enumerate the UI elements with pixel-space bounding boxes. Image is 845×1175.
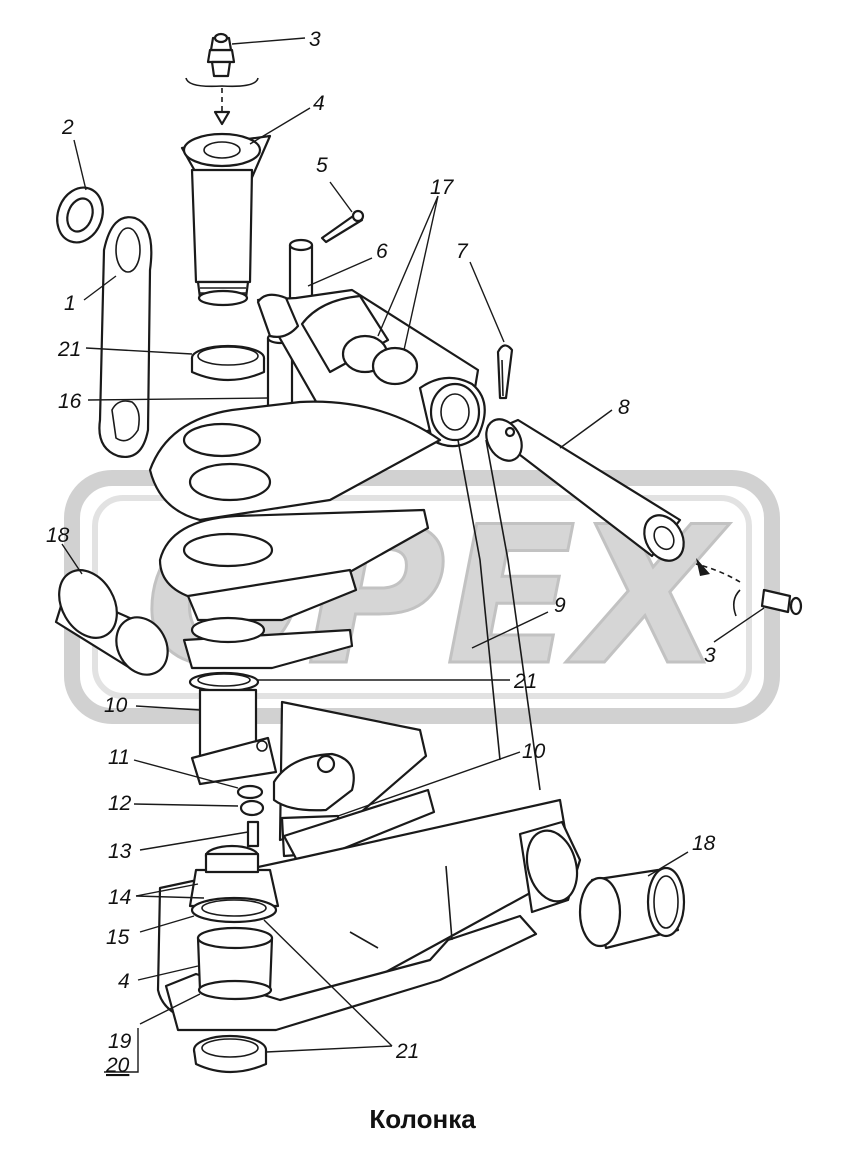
figure-caption: Колонка <box>369 1104 476 1134</box>
callout-14: 14 <box>108 886 131 909</box>
plug-21-upper <box>190 344 266 382</box>
callout-11: 11 <box>108 746 130 769</box>
callout-20: 20 <box>105 1054 130 1077</box>
ring-21-middle <box>188 671 260 693</box>
callout-16: 16 <box>58 390 82 413</box>
callout-3-right: 3 <box>704 644 716 667</box>
housing-10-right <box>272 700 436 868</box>
link-1 <box>98 216 153 459</box>
callout-9: 9 <box>554 594 566 617</box>
housing-10-left <box>190 688 278 786</box>
washer-2 <box>56 186 104 244</box>
callout-5: 5 <box>316 154 328 177</box>
pivot-housing-lower <box>196 926 274 1001</box>
callout-4-lower: 4 <box>118 970 130 993</box>
nut-14-washer-15 <box>188 844 280 924</box>
callout-2: 2 <box>61 116 74 139</box>
callout-21-lower: 21 <box>395 1040 419 1063</box>
callout-17: 17 <box>430 176 455 199</box>
callout-21-middle: 21 <box>513 670 537 693</box>
callout-10-right: 10 <box>522 740 546 763</box>
callout-7: 7 <box>456 240 469 263</box>
callout-12: 12 <box>108 792 132 815</box>
callout-6: 6 <box>376 240 388 263</box>
grease-fitting-right <box>695 558 803 617</box>
steering-arm-9 <box>256 288 541 791</box>
bushing-18-right <box>578 866 686 950</box>
cotter-pin-7 <box>496 344 514 400</box>
callout-1: 1 <box>64 292 76 315</box>
callout-15: 15 <box>106 926 130 949</box>
bushing-18-left <box>54 569 169 676</box>
callout-21-upper: 21 <box>57 338 81 361</box>
callout-19: 19 <box>108 1030 132 1053</box>
callout-18-right: 18 <box>692 832 716 855</box>
fasteners-11-12-13 <box>236 784 265 848</box>
callout-3-top: 3 <box>309 28 321 51</box>
shaft-8 <box>485 418 685 562</box>
callout-18-left: 18 <box>46 524 70 547</box>
plug-21-bottom <box>192 1034 268 1074</box>
leader-lines <box>61 37 765 1073</box>
callout-8: 8 <box>618 396 630 419</box>
pin-6 <box>288 238 314 314</box>
callout-13: 13 <box>108 840 132 863</box>
cotter-pin-5 <box>320 209 365 244</box>
upper-lever-plates <box>148 400 442 670</box>
callout-labels: 3 4 2 5 17 6 7 1 21 16 8 18 9 3 21 10 11… <box>46 28 716 1077</box>
pivot-housing-upper <box>180 132 272 307</box>
grease-fitting-top <box>185 32 259 126</box>
callout-10-left: 10 <box>104 694 128 717</box>
callout-4-upper: 4 <box>313 92 325 115</box>
